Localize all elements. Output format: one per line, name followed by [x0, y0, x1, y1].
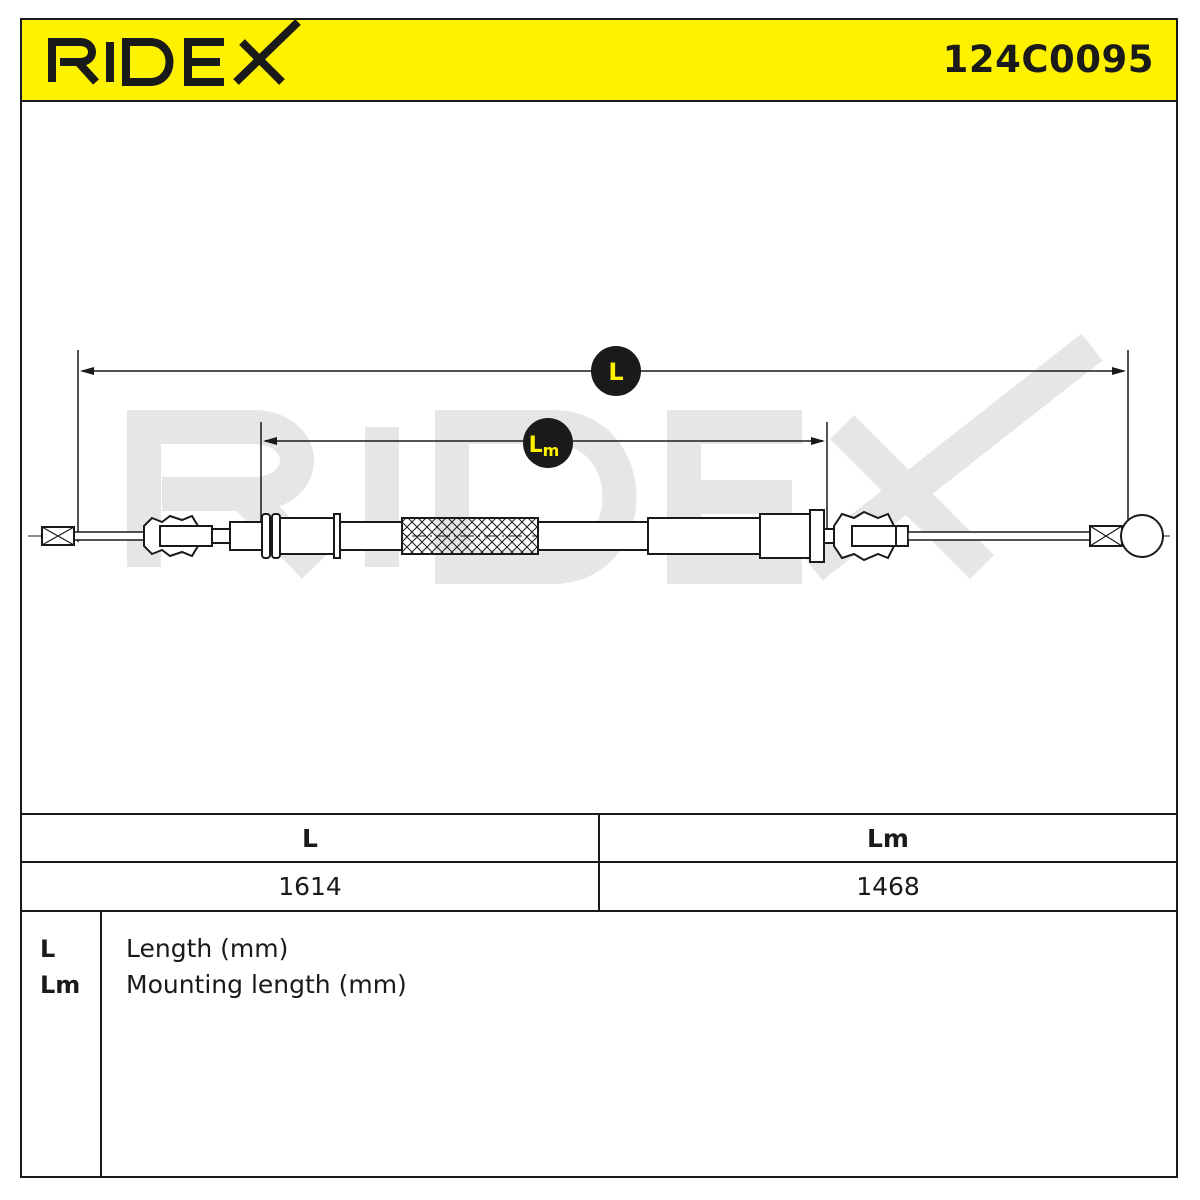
legend-key-L: L	[40, 935, 56, 963]
part-number: 124C0095	[942, 38, 1154, 81]
dimension-L-badge	[591, 346, 641, 396]
brake-cable	[28, 509, 1172, 563]
left-ferrule-ring-1	[261, 513, 271, 559]
watermark-logo	[127, 333, 1103, 584]
legend-desc-Lm: Mounting length (mm)	[126, 970, 407, 999]
right-ferrule-ring	[809, 509, 825, 563]
dimension-Lm-label: Lm	[529, 433, 560, 460]
legend-desc-L: Length (mm)	[126, 934, 289, 963]
ridex-logo	[48, 20, 301, 86]
legend-descriptions: Length (mm) Mounting length (mm)	[126, 931, 407, 1003]
legend-key-Lm: Lm	[40, 971, 81, 999]
value-Lm: 1468	[598, 861, 1176, 912]
product-sheet: 124C0095 L Lm	[20, 18, 1178, 1178]
dimensions-value-row: 1614 1468	[22, 861, 1176, 912]
dimensions-table: L Lm 1614 1468	[22, 813, 1176, 912]
legend-keys: L Lm	[22, 911, 102, 1176]
legend: L Lm Length (mm) Mounting length (mm)	[22, 911, 1176, 1176]
header-L: L	[22, 813, 599, 862]
dimension-Lm-badge	[523, 418, 573, 468]
cable-drawing: L Lm	[28, 333, 1172, 584]
mesh-sleeve	[401, 517, 539, 555]
value-L: 1614	[22, 861, 599, 912]
dimensions-header-row: L Lm	[22, 813, 1176, 862]
dimension-L-label: L	[608, 358, 623, 386]
ball-end	[1120, 514, 1164, 558]
header-bar: 124C0095	[22, 20, 1176, 102]
left-ferrule-ring-2	[271, 513, 281, 559]
header-Lm: Lm	[598, 813, 1176, 862]
